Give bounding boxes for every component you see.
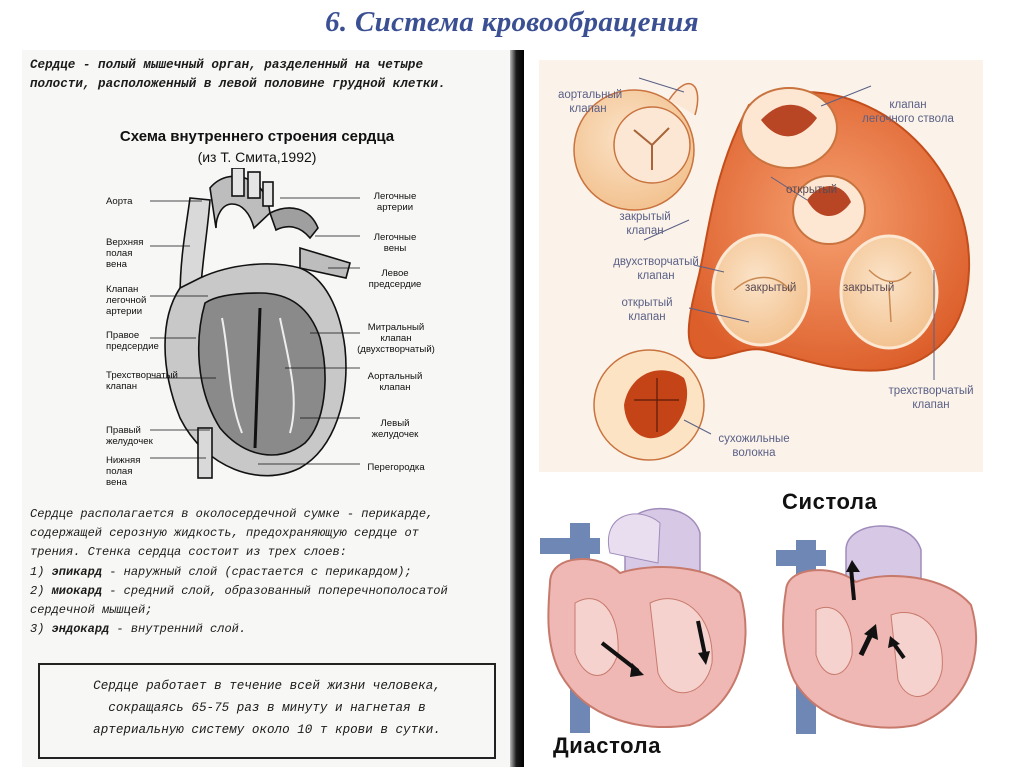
label-closed-valve: закрытый клапан bbox=[619, 211, 671, 237]
diastole-label: Диастола bbox=[553, 733, 662, 758]
label-right-atrium: Правое предсердие bbox=[106, 330, 159, 352]
heart-diagram bbox=[150, 168, 360, 479]
label-pulm-valve: Клапан легочной артерии bbox=[106, 284, 147, 317]
label-left-atrium: Левое предсердие bbox=[368, 268, 422, 290]
note-line-1: Сердце работает в течение всей жизни чел… bbox=[93, 679, 441, 693]
scheme-title: Схема внутреннего строения сердца bbox=[119, 128, 395, 145]
label-aorta: Аорта bbox=[106, 196, 133, 207]
note-line-3: артериальную систему около 10 т крови в … bbox=[93, 723, 441, 737]
intro-text: Сердце - полый мышечный орган, разделенн… bbox=[30, 56, 510, 94]
label-closed-right: закрытый bbox=[843, 282, 895, 294]
note-box: Сердце работает в течение всей жизни чел… bbox=[38, 663, 496, 759]
label-open-inner: открытый bbox=[786, 184, 838, 196]
label-closed-left: закрытый bbox=[745, 282, 797, 294]
scan-edge-shadow bbox=[510, 50, 524, 767]
label-tricuspid-valve: трехстворчатый клапан bbox=[888, 385, 974, 411]
label-ivc: Нижняя полая вена bbox=[106, 455, 141, 488]
intro-term: Сердце bbox=[30, 58, 76, 72]
heart-systole-drawing bbox=[776, 525, 978, 734]
body-line-3: трения. Стенка сердца состоит из трех сл… bbox=[30, 545, 347, 560]
label-septum: Перегородка bbox=[367, 462, 425, 473]
slide-title: 6. Система кровообращения bbox=[325, 6, 699, 38]
valves-drawing bbox=[573, 77, 971, 461]
heart-diastole-drawing bbox=[540, 507, 747, 733]
note-line-2: сокращаясь 65-75 раз в минуту и нагнетая… bbox=[108, 701, 426, 715]
body-text: Сердце располагается в околосердечной су… bbox=[30, 505, 508, 639]
layer-item-1: 1) эпикард - наружный слой (срастается с… bbox=[30, 564, 412, 579]
layer-item-3: 3) эндокард - внутренний слой. bbox=[30, 622, 247, 637]
label-mitral: Митральный клапан (двухстворчатый) bbox=[357, 322, 435, 355]
body-line-2: содержащей серозную жидкость, предохраня… bbox=[30, 526, 419, 541]
label-open-valve: открытый клапан bbox=[621, 297, 673, 323]
scheme-source: (из Т. Смита,1992) bbox=[197, 149, 317, 165]
layer-item-2-cont: сердечной мышцей; bbox=[30, 603, 153, 618]
layer-item-2: 2) миокард - средний слой, образованный … bbox=[30, 583, 448, 598]
label-aortic: Аортальный клапан bbox=[367, 371, 423, 393]
label-pulm-arteries: Легочные артерии bbox=[373, 191, 417, 213]
systole-label: Систола bbox=[782, 489, 878, 514]
label-left-ventricle: Левый желудочек bbox=[371, 418, 419, 440]
intro-line1: - полый мышечный орган, разделенный на ч… bbox=[75, 58, 424, 72]
label-chordae: сухожильные волокна bbox=[718, 433, 790, 459]
label-right-ventricle: Правый желудочек bbox=[106, 425, 153, 447]
label-tricuspid: Трехстворчатый клапан bbox=[106, 370, 178, 392]
label-svc: Верхняя полая вена bbox=[106, 237, 144, 270]
label-pulm-veins: Легочные вены bbox=[373, 232, 417, 254]
label-pulm-trunk-valve: клапан легочного ствола bbox=[862, 99, 954, 125]
body-line-1: Сердце располагается в околосердечной су… bbox=[30, 507, 434, 521]
label-bicuspid: двухстворчатый клапан bbox=[613, 256, 699, 282]
intro-line2: полости, расположенный в левой половине … bbox=[30, 77, 446, 91]
label-aortic-valve: аортальный клапан bbox=[558, 89, 623, 115]
